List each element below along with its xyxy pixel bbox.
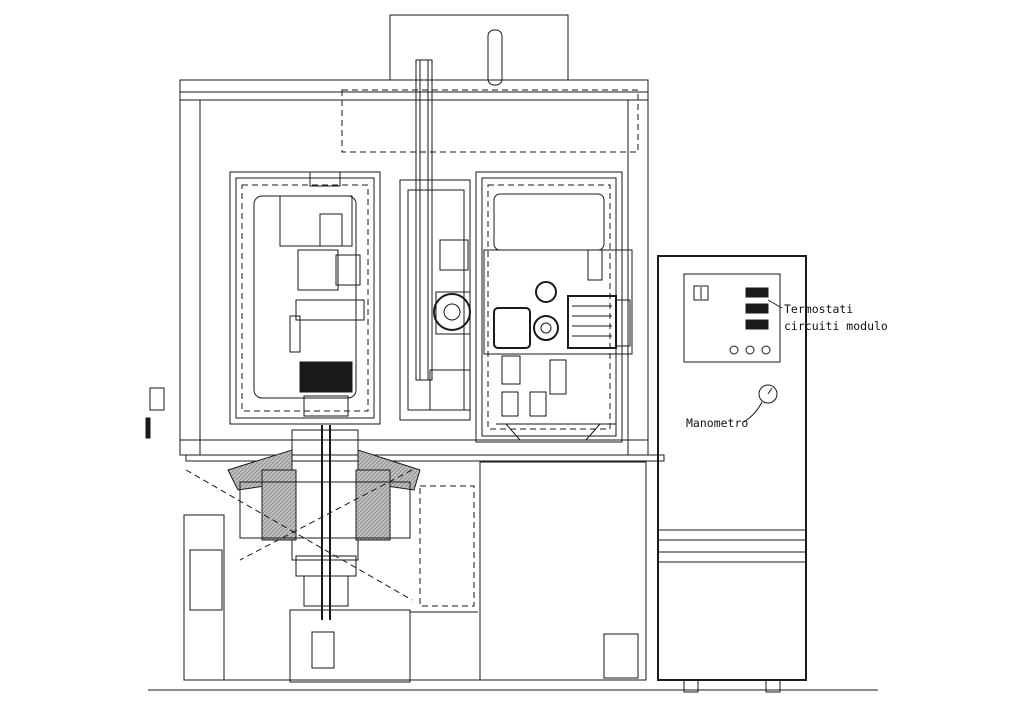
gauge-leader bbox=[743, 401, 763, 423]
indicator-lamp-1 bbox=[729, 345, 739, 355]
main-switch-icon bbox=[693, 285, 709, 301]
main-frame bbox=[179, 79, 649, 456]
thermostat-display-3 bbox=[745, 319, 769, 330]
base-cabinet bbox=[183, 461, 647, 683]
gauge-label: Manometro bbox=[686, 416, 749, 430]
control-panel bbox=[683, 273, 781, 363]
control-cabinet bbox=[657, 255, 807, 693]
thermostat-display-2 bbox=[745, 303, 769, 314]
thermostats-label-line2: circuiti modulo bbox=[784, 319, 888, 333]
indicator-lamp-3 bbox=[761, 345, 771, 355]
rotary-table bbox=[185, 425, 665, 669]
thermostat-leader bbox=[767, 299, 783, 309]
thermostats-label-line1: Termostati bbox=[784, 302, 854, 316]
left-bracket bbox=[145, 387, 165, 439]
right-module bbox=[475, 171, 633, 443]
left-module bbox=[229, 171, 381, 425]
gauge-icon bbox=[758, 384, 778, 404]
indicator-lamp-2 bbox=[745, 345, 755, 355]
center-column bbox=[399, 179, 471, 421]
thermostat-display-1 bbox=[745, 287, 769, 298]
